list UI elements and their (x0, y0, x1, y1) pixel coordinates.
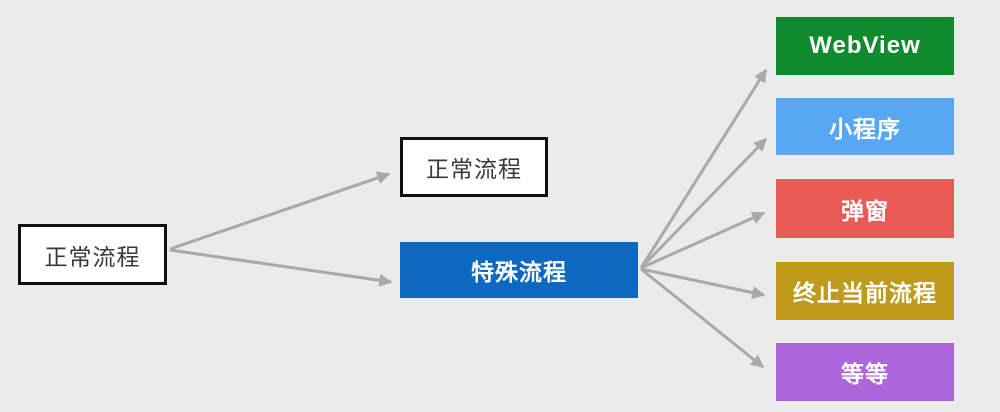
node-webview: WebView (776, 17, 954, 75)
node-label: 小程序 (829, 115, 901, 142)
edge-root-to-normal (169, 171, 391, 251)
node-normal-flow-root: 正常流程 (18, 224, 167, 285)
node-normal-flow: 正常流程 (400, 137, 548, 197)
edge-root-to-special (169, 248, 393, 287)
node-special-flow: 特殊流程 (400, 242, 638, 298)
node-label: 终止当前流程 (793, 280, 937, 306)
node-mini-program: 小程序 (776, 98, 954, 155)
node-label: 等等 (841, 361, 889, 387)
node-label: 正常流程 (426, 156, 522, 182)
node-label: 正常流程 (44, 243, 141, 270)
node-label: WebView (809, 32, 921, 59)
node-terminate-current-flow: 终止当前流程 (776, 262, 954, 320)
node-popup: 弹窗 (776, 179, 954, 238)
node-etc: 等等 (776, 343, 954, 401)
edge-special-to-mini (639, 137, 768, 270)
edge-special-to-etc (640, 267, 765, 369)
edge-special-to-webview (639, 68, 768, 269)
node-label: 特殊流程 (471, 259, 567, 285)
edge-special-to-terminate (640, 267, 766, 299)
edge-special-to-popup (640, 211, 766, 270)
node-label: 弹窗 (841, 197, 889, 224)
